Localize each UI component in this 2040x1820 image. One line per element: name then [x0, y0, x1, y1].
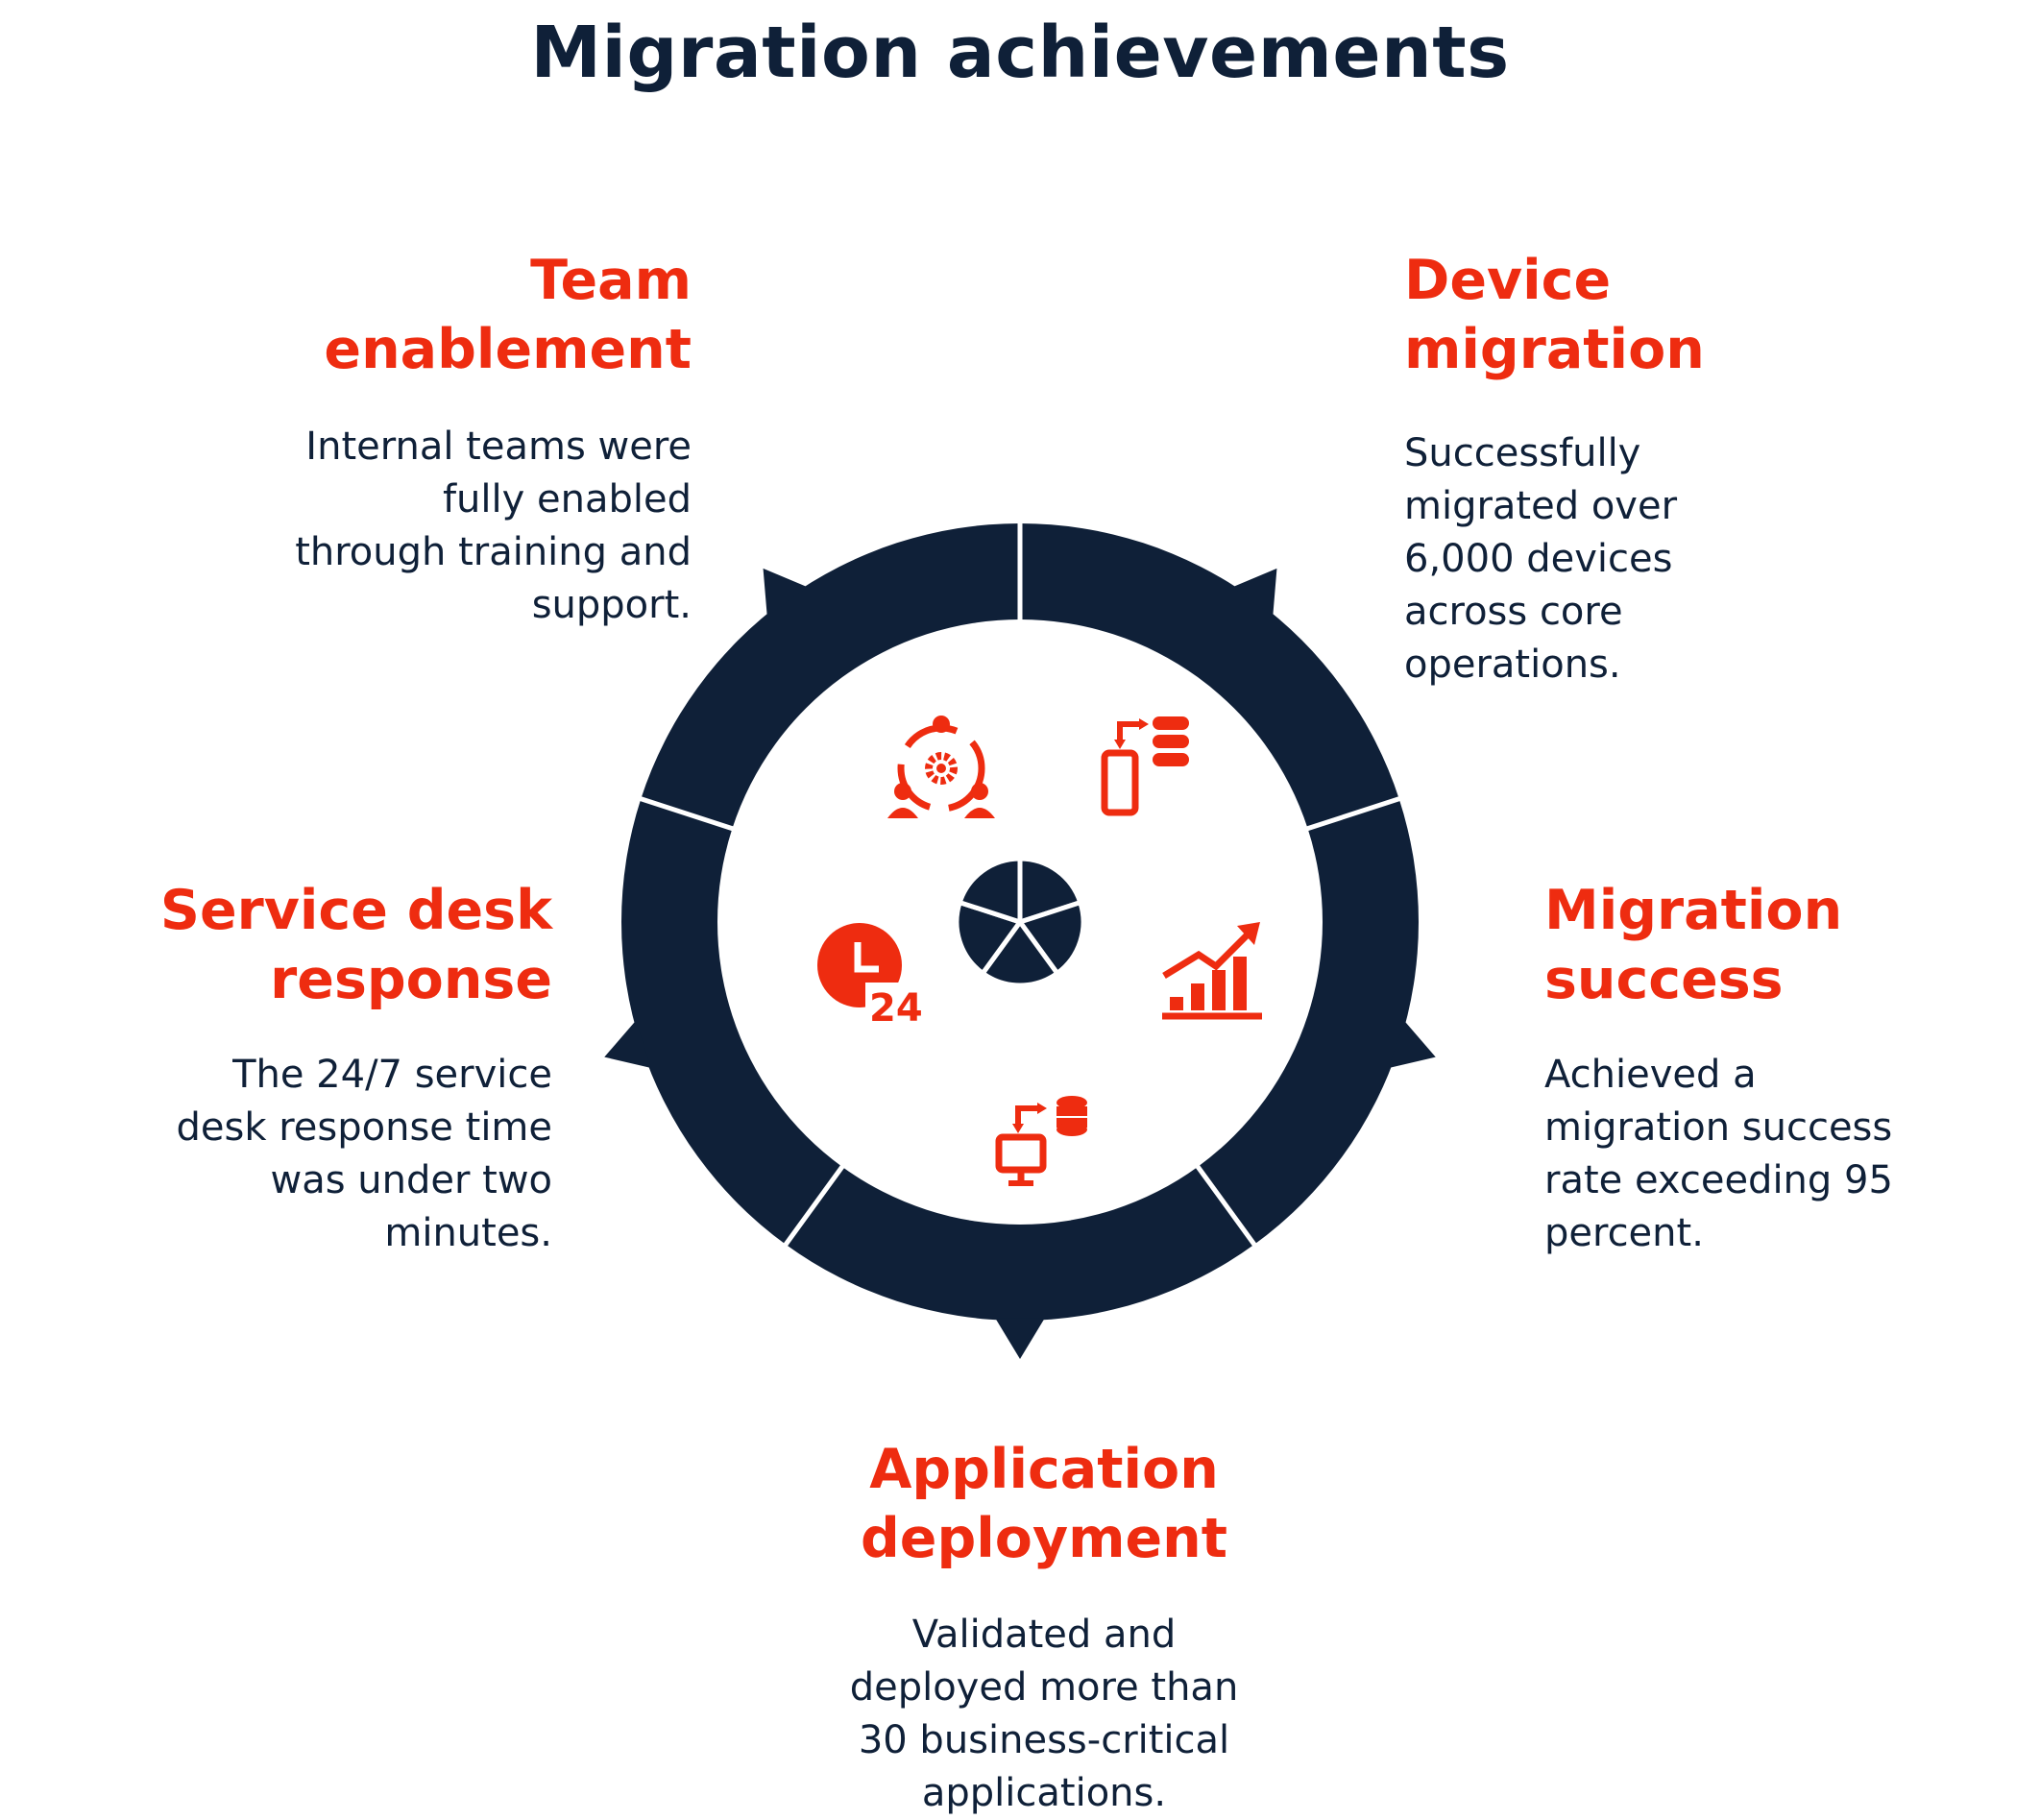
ring-segment-service-desk-response: [621, 798, 842, 1245]
ring-separator: [1304, 795, 1402, 832]
segment-heading-application-deployment: Application deployment: [861, 1438, 1227, 1570]
desktop-database-transfer-icon: [995, 1096, 1087, 1186]
team-settings-icon: [887, 716, 995, 818]
ring-pointer-migration-success: [1388, 1020, 1436, 1069]
clock-24-icon: 24: [817, 923, 923, 1031]
ring-pointer-service-desk-response: [604, 1020, 652, 1069]
ring-segment-device-migration: [1020, 523, 1399, 829]
segment-heading-team-enablement: Team enablement: [324, 249, 692, 381]
device-server-transfer-icon: [1101, 716, 1189, 816]
segment-description-team-enablement: Internal teams were fully enabled throug…: [295, 425, 692, 627]
ring-pointer-application-deployment: [995, 1318, 1045, 1359]
ring-separator: [1194, 1163, 1258, 1248]
ring-separator: [782, 1163, 846, 1248]
ring-pointer-team-enablement: [763, 568, 808, 617]
ring-segment-migration-success: [1198, 798, 1419, 1245]
segment-heading-device-migration: Device migration: [1404, 249, 1705, 381]
segment-heading-service-desk-response: Service desk response: [159, 879, 552, 1011]
segment-description-service-desk-response: The 24/7 service desk response time was …: [176, 1053, 552, 1255]
svg-text:24: 24: [869, 986, 923, 1031]
page-title: Migration achievements: [530, 12, 1510, 94]
segment-description-migration-success: Achieved a migration success rate exceed…: [1544, 1053, 1893, 1255]
segment-description-device-migration: Successfully migrated over 6,000 devices…: [1404, 431, 1678, 687]
ring-segment-team-enablement: [641, 523, 1020, 829]
segment-heading-migration-success: Migration success: [1544, 879, 1843, 1011]
ring-separator: [638, 795, 736, 832]
ring-pointer-device-migration: [1232, 568, 1277, 617]
growth-chart-icon: [1162, 922, 1262, 1020]
ring-segment-application-deployment: [786, 1166, 1254, 1322]
segment-description-application-deployment: Validated and deployed more than 30 busi…: [849, 1613, 1239, 1815]
pie-chart-icon: [954, 856, 1086, 988]
